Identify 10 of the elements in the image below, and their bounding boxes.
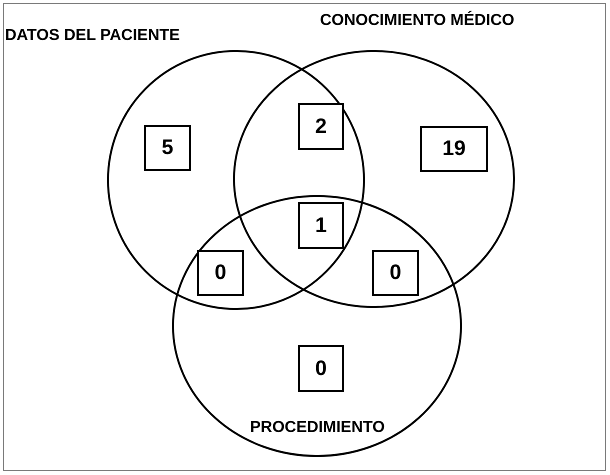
count-box: 2 bbox=[298, 103, 344, 150]
count-box: 1 bbox=[298, 202, 344, 249]
count-box: 5 bbox=[144, 125, 191, 171]
count-box: 0 bbox=[372, 250, 419, 296]
count-box: 19 bbox=[420, 126, 488, 172]
set-label: DATOS DEL PACIENTE bbox=[5, 27, 180, 45]
set-label: CONOCIMIENTO MÉDICO bbox=[320, 12, 514, 30]
count-box: 0 bbox=[197, 250, 244, 296]
count-box: 0 bbox=[298, 345, 344, 392]
set-label: PROCEDIMIENTO bbox=[250, 419, 385, 437]
